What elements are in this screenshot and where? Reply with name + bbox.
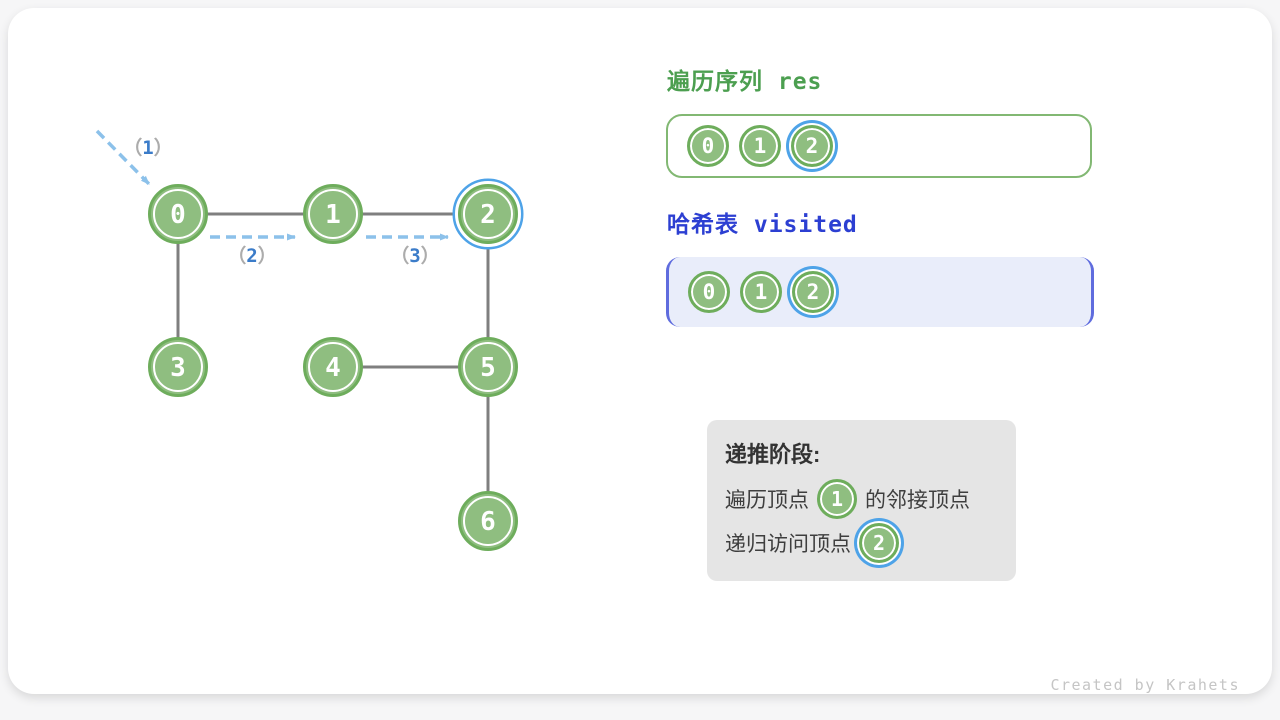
phase-line-1-node: 1 bbox=[817, 479, 857, 519]
watermark-credit: Created by Krahets bbox=[1050, 676, 1240, 694]
res-section-title: 遍历序列 res bbox=[667, 69, 823, 95]
phase-line-1: 遍历顶点 1 的邻接顶点 bbox=[725, 479, 1016, 519]
node-cell-2: 2 bbox=[792, 271, 834, 313]
node-cell-2: 2 bbox=[859, 523, 899, 563]
visited-section-title: 哈希表 visited bbox=[667, 212, 858, 238]
node-cell-2: 2 bbox=[791, 125, 833, 167]
phase-line-2-prefix: 递归访问顶点 bbox=[725, 533, 851, 556]
phase-info-box: 递推阶段: 遍历顶点 1 的邻接顶点 递归访问顶点 2 bbox=[707, 420, 1016, 581]
node-cell-0: 0 bbox=[688, 271, 730, 313]
node-cell-1: 1 bbox=[739, 125, 781, 167]
node-cell-1: 1 bbox=[817, 479, 857, 519]
phase-line-2: 递归访问顶点 2 bbox=[725, 523, 1016, 563]
phase-line-1-prefix: 遍历顶点 bbox=[725, 489, 809, 512]
phase-line-1-suffix: 的邻接顶点 bbox=[865, 489, 970, 512]
node-cell-0: 0 bbox=[687, 125, 729, 167]
phase-line-2-node: 2 bbox=[859, 523, 899, 563]
figure-card bbox=[8, 8, 1272, 694]
node-cell-1: 1 bbox=[740, 271, 782, 313]
phase-heading: 递推阶段: bbox=[725, 442, 821, 467]
